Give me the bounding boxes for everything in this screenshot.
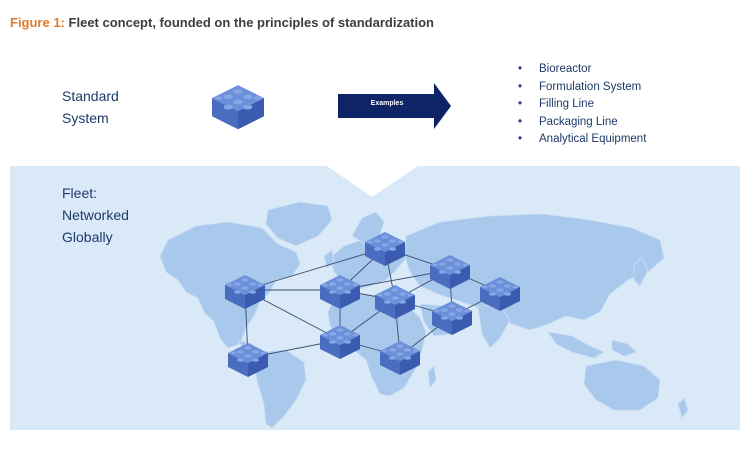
fleet-line2: Networked — [62, 207, 129, 223]
figure-label: Figure 1: — [10, 15, 65, 30]
example-item: Filling Line — [518, 96, 646, 114]
example-item: Formulation System — [518, 79, 646, 97]
fleet-label: Fleet: Networked Globally — [62, 182, 129, 248]
example-item: Packaging Line — [518, 114, 646, 132]
example-item: Bioreactor — [518, 61, 646, 79]
figure-title-text: Fleet concept, founded on the principles… — [68, 15, 434, 30]
building-block-icon — [212, 85, 264, 130]
figure-title: Figure 1: Fleet concept, founded on the … — [10, 15, 434, 30]
example-item: Analytical Equipment — [518, 131, 646, 149]
standard-system-line2: System — [62, 110, 109, 126]
fleet-line1: Fleet: — [62, 185, 98, 201]
fleet-line3: Globally — [62, 229, 113, 245]
right-arrow-icon — [338, 83, 451, 129]
examples-list: Bioreactor Formulation System Filling Li… — [518, 61, 646, 149]
standard-system-label: Standard System — [62, 85, 119, 129]
standard-system-line1: Standard — [62, 88, 119, 104]
arrow-label: Examples — [370, 100, 404, 107]
